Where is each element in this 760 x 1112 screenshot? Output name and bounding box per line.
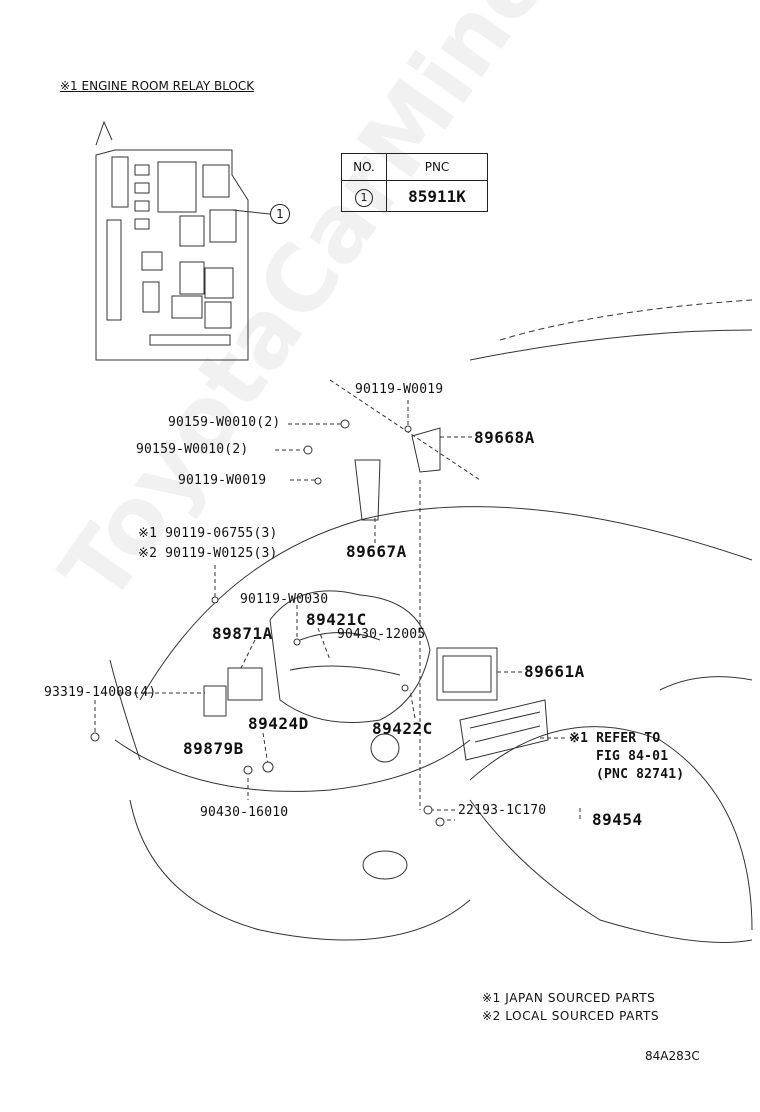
part-90119-w0125: ※2 90119-W0125(3) [138, 546, 278, 561]
pnc-table-cell-pnc: 85911K [386, 180, 488, 212]
pnc-table-row-pnc: 85911K [408, 186, 466, 206]
pnc-table-header-no: NO. [341, 153, 387, 181]
part-refer-pnc: (PNC 82741) [596, 767, 685, 782]
part-89668a: 89668A [474, 428, 535, 447]
engine-and-ecu [203, 427, 549, 761]
vehicle-outline [109, 299, 753, 943]
part-refer-fig: FIG 84-01 [596, 749, 669, 764]
part-89871a: 89871A [212, 624, 273, 643]
part-89424d: 89424D [248, 714, 309, 733]
illustration-code: 84A283C [645, 1049, 700, 1063]
note-local-sourced: ※2 LOCAL SOURCED PARTS [482, 1009, 660, 1023]
pnc-table-cell-no: 1 [341, 180, 387, 212]
part-90430-12005: 90430-12005 [337, 627, 426, 642]
part-89421c: 89421C [306, 610, 367, 629]
part-90119-w0030: 90119-W0030 [240, 592, 329, 607]
part-90119-w0019-top: 90119-W0019 [355, 382, 444, 397]
part-90119-w0019-mid: 90119-W0019 [178, 473, 267, 488]
relay-block-title: ※1 ENGINE ROOM RELAY BLOCK [60, 79, 255, 93]
pnc-table: NO. PNC 1 85911K [341, 153, 488, 212]
part-89454: 89454 [592, 810, 643, 829]
part-89879b: 89879B [183, 739, 244, 758]
relay-block-drawing [95, 120, 271, 361]
part-89667a: 89667A [346, 542, 407, 561]
pnc-table-header-pnc: PNC [386, 153, 488, 181]
leader-lines [94, 379, 581, 822]
part-90159-w0010-a: 90159-W0010(2) [168, 415, 281, 430]
part-90430-16010: 90430-16010 [200, 805, 289, 820]
part-89661a: 89661A [524, 662, 585, 681]
note-japan-sourced: ※1 JAPAN SOURCED PARTS [482, 991, 656, 1005]
part-93319-14008: 93319-14008(4) [44, 685, 157, 700]
part-90159-w0010-b: 90159-W0010(2) [136, 442, 249, 457]
pnc-table-row-number: 1 [355, 188, 373, 207]
fastener-marks [90, 419, 445, 827]
part-22193-1c170: 22193-1C170 [458, 803, 547, 818]
part-refer-to: ※1 REFER TO [569, 731, 661, 746]
relay-block-callout: 1 [270, 204, 290, 224]
part-89422c: 89422C [372, 719, 433, 738]
part-90119-06755: ※1 90119-06755(3) [138, 526, 278, 541]
